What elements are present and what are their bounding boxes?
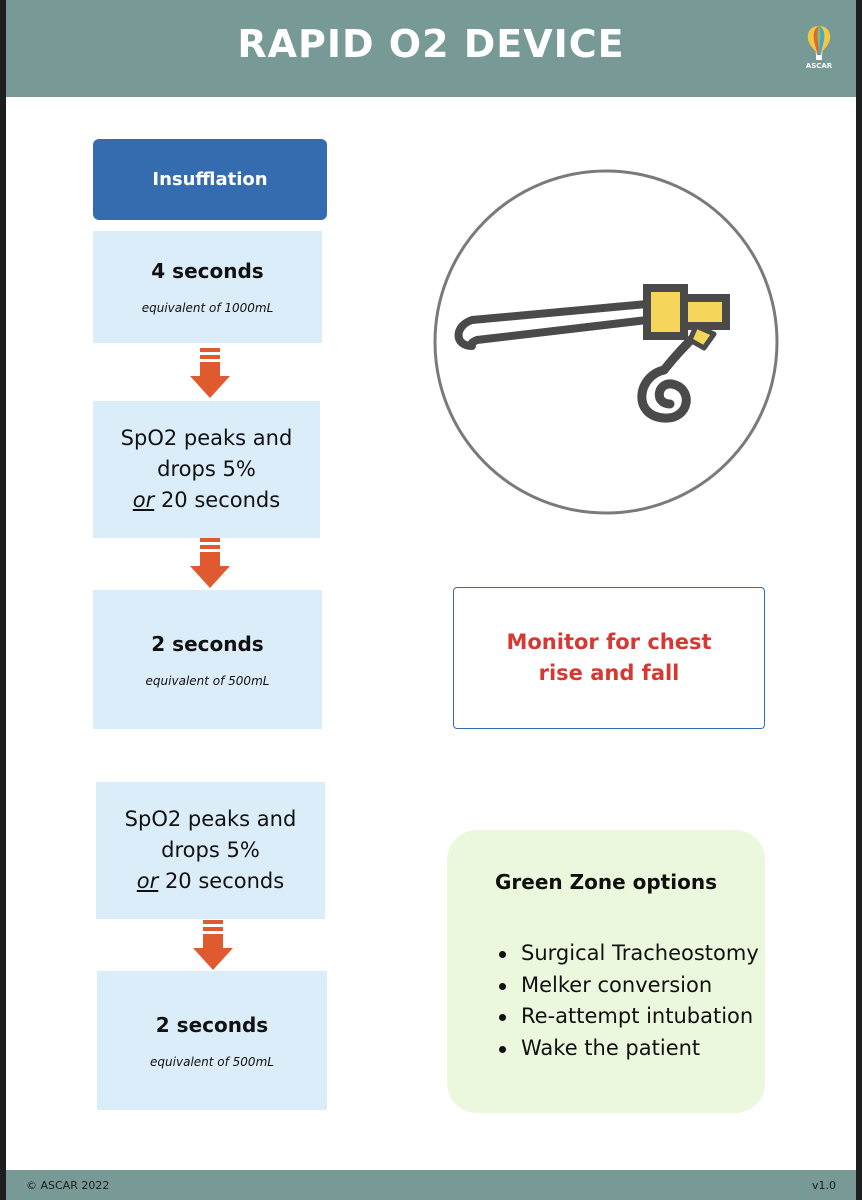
green-zone-title: Green Zone options [495,870,717,894]
left-frame-border [0,0,6,1200]
down-arrow-icon [193,920,233,970]
green-zone-list: Surgical Tracheostomy Melker conversion … [499,938,759,1064]
step-spo2-check-2: SpO2 peaks and drops 5% or 20 seconds [96,782,325,919]
balloon-icon [807,26,831,60]
list-item: Surgical Tracheostomy [499,938,759,970]
step-2-seconds-1: 2 seconds equivalent of 500mL [93,590,322,729]
insufflation-button: Insufflation [93,139,327,220]
rapid-o2-device-icon [433,169,779,515]
page-title: RAPID O2 DEVICE [237,22,625,66]
step-line-2: drops 5% [161,838,260,862]
monitor-callout: Monitor for chest rise and fall [453,587,765,729]
or-text: or [136,869,159,893]
step-2-seconds-2: 2 seconds equivalent of 500mL [97,971,327,1110]
step-subtitle: equivalent of 1000mL [141,301,274,315]
ascar-logo: ASCAR [804,24,834,72]
step-line-1: SpO2 peaks and [124,807,297,831]
down-arrow-icon [190,348,230,398]
step-line-3: or 20 seconds [125,866,297,897]
step-title: 4 seconds [151,259,264,283]
step-line-1: SpO2 peaks and [120,426,293,450]
header-bar: RAPID O2 DEVICE ASCAR [6,0,856,97]
version-text: v1.0 [811,1179,836,1192]
step-title: 2 seconds [155,1012,269,1037]
list-item: Melker conversion [499,970,759,1002]
down-arrow-icon [190,538,230,588]
step-title: 2 seconds [151,631,264,656]
list-item: Wake the patient [499,1033,759,1065]
footer-bar: © ASCAR 2022 v1.0 [6,1170,856,1200]
step-line-3-rest: 20 seconds [154,488,281,512]
step-line-3-rest: 20 seconds [158,869,285,893]
or-text: or [132,488,155,512]
monitor-text: Monitor for chest rise and fall [506,630,712,685]
logo-text: ASCAR [805,62,833,70]
green-zone-box: Green Zone options Surgical Tracheostomy… [447,830,765,1113]
copyright-text: © ASCAR 2022 [26,1179,110,1192]
step-line-3: or 20 seconds [121,485,293,516]
step-text: SpO2 peaks and drops 5% or 20 seconds [121,423,293,516]
right-frame-border [856,0,862,1200]
step-text: SpO2 peaks and drops 5% or 20 seconds [125,804,297,897]
step-subtitle: equivalent of 500mL [145,673,270,688]
step-4-seconds: 4 seconds equivalent of 1000mL [93,231,322,343]
step-subtitle: equivalent of 500mL [150,1054,274,1069]
step-line-2: drops 5% [157,457,256,481]
list-item: Re-attempt intubation [499,1001,759,1033]
step-spo2-check-1: SpO2 peaks and drops 5% or 20 seconds [93,401,320,538]
